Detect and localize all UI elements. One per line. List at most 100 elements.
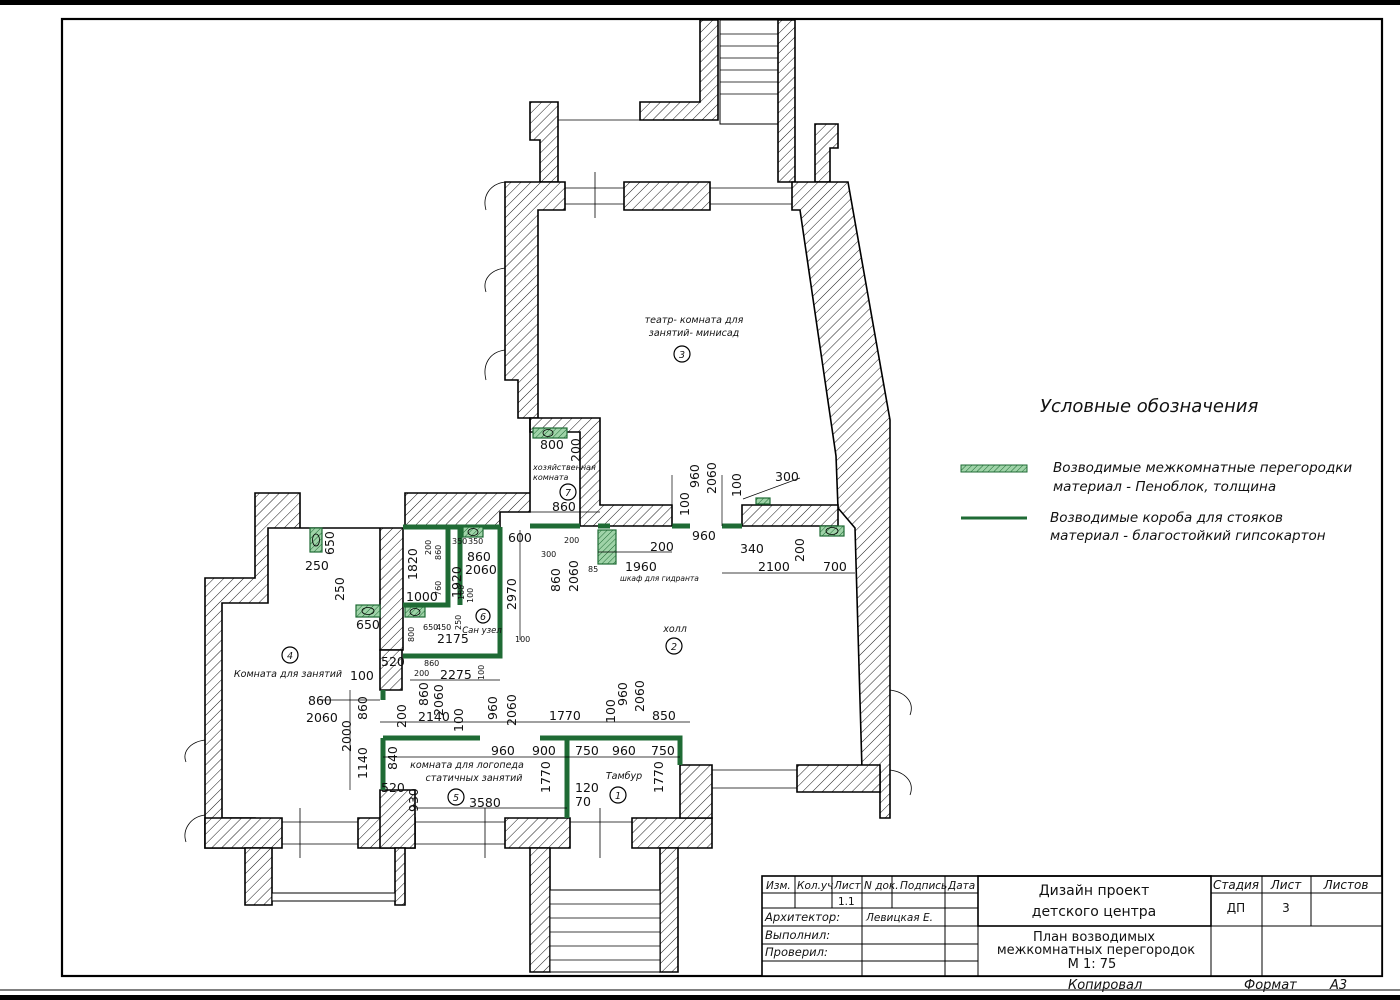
room1-number: 1	[615, 791, 621, 802]
dim-960d: 960	[615, 682, 630, 706]
room6-number: 6	[480, 612, 486, 623]
legend-item2-line2: материал - благостойкий гипсокартон	[1050, 528, 1326, 544]
break-lines	[184, 181, 912, 843]
dim-860h: 860	[355, 696, 370, 720]
dim-860d: 860	[548, 568, 563, 592]
dim-2060f: 2060	[504, 694, 519, 726]
dim-200a: 200	[568, 438, 583, 462]
room3-name-line2: занятий- минисад	[649, 328, 740, 339]
wall-bottom-stair-right	[659, 847, 679, 973]
dim-900: 900	[532, 743, 556, 758]
tb-hdr-izm: Изм.	[766, 880, 791, 892]
legend-item1-line2: материал - Пеноблок, толщина	[1053, 479, 1276, 495]
wall-bottom-stair-left	[529, 847, 551, 973]
windows	[282, 119, 797, 858]
dim-840: 840	[385, 746, 400, 770]
dim-2175: 2175	[437, 631, 469, 646]
tb-project-line1: Дизайн проект	[1039, 883, 1150, 899]
dim-800b: 800	[407, 627, 416, 642]
top-stair	[719, 19, 779, 125]
riser-symbols	[312, 429, 839, 616]
dim-800: 800	[540, 437, 564, 452]
legend-item2-line1: Возводимые короба для стояков	[1050, 510, 1283, 526]
wall-right-main	[791, 181, 891, 819]
footer-copied: Копировал	[1068, 978, 1142, 993]
wall-bottom-right	[631, 817, 713, 849]
dim-1770a: 1770	[549, 708, 581, 723]
riser-box-room7	[532, 427, 568, 439]
tb-architect-name: Левицкая Е.	[865, 912, 933, 924]
legend: Условные обозначения Возводимые межкомна…	[960, 396, 1352, 544]
room2-number: 2	[671, 642, 677, 653]
wall-bottom-right-3	[796, 764, 881, 793]
dim-100b: 100	[729, 473, 744, 497]
dim-960f: 960	[612, 743, 636, 758]
room2-name: холл	[662, 624, 687, 635]
tb-list-hdr: Лист	[1270, 878, 1302, 892]
dim-2060d: 2060	[431, 684, 446, 716]
dim-2275: 2275	[440, 667, 472, 682]
dim-2060c: 2060	[566, 560, 581, 592]
dim-100h: 100	[451, 708, 466, 732]
dim-860g: 860	[308, 693, 332, 708]
room7-name-line1: хозяйственная	[532, 463, 596, 472]
wall-porch-left	[244, 847, 273, 906]
dim-2970: 2970	[504, 578, 519, 610]
dim-850: 850	[652, 708, 676, 723]
dim-1770c: 1770	[651, 761, 666, 793]
tb-plan-line3: М 1: 75	[1068, 957, 1117, 972]
tb-hdr-list: Лист	[833, 880, 861, 892]
room4-name: Комната для занятий	[234, 669, 342, 680]
dim-2060b: 2060	[465, 562, 497, 577]
hydrant-note: шкаф для гидранта	[620, 574, 699, 583]
tb-list-val: 3	[1282, 901, 1290, 915]
partition-logoped	[380, 735, 683, 818]
dim-300a: 300	[541, 550, 556, 559]
dim-860b: 860	[434, 545, 443, 560]
dim-340: 340	[740, 541, 764, 556]
dim-2140: 2140	[418, 709, 450, 724]
dim-960e: 960	[491, 743, 515, 758]
room5-number: 5	[453, 793, 459, 804]
riser-box-hall	[819, 525, 845, 537]
hydrant-cabinet	[597, 529, 617, 565]
dimension-texts: 800 200 860 600 300 200 1960 85 200 960 …	[305, 437, 847, 812]
dim-300b: 300	[775, 469, 799, 484]
dim-2060a: 2060	[704, 462, 719, 494]
dim-700: 700	[823, 559, 847, 574]
dim-2060g: 2060	[632, 680, 647, 712]
wall-hall-top-right	[741, 504, 839, 527]
riser-box-room4b	[355, 604, 381, 618]
dim-1920: 1920	[449, 566, 464, 598]
footer-format-val: А3	[1329, 978, 1347, 993]
dim-200c: 200	[650, 539, 674, 554]
dim-960a: 960	[692, 528, 716, 543]
top-stair-steps	[720, 33, 778, 95]
dim-120: 120	[575, 780, 599, 795]
tb-lists-hdr: Листов	[1323, 878, 1369, 892]
tb-stage-hdr: Стадия	[1213, 878, 1259, 892]
tb-plan-line1: План возводимых	[1033, 930, 1155, 945]
title-block: Изм. Кол.уч Лист N док. Подпись Дата 1.1…	[761, 875, 1383, 977]
dim-250c: 250	[454, 615, 463, 630]
dim-200d: 200	[792, 538, 807, 562]
wall-top-stair-right	[777, 19, 796, 183]
dim-860c: 860	[467, 549, 491, 564]
tb-hdr-kolch: Кол.уч	[797, 880, 833, 892]
legend-title: Условные обозначения	[1040, 396, 1258, 417]
dim-350b: 350	[468, 537, 483, 546]
dim-100a: 100	[677, 492, 692, 516]
dim-650a: 650	[322, 531, 337, 555]
dim-100i: 100	[603, 699, 618, 723]
dim-2000: 2000	[339, 720, 354, 752]
wall-top-left-pier	[529, 101, 559, 183]
dim-1820: 1820	[405, 548, 420, 580]
wall-top-stair-left	[639, 19, 719, 121]
dim-930: 930	[406, 788, 421, 812]
room7-name-line2: комната	[533, 473, 569, 482]
dim-200g: 200	[394, 704, 409, 728]
dim-250b: 250	[332, 577, 347, 601]
room3-number: 3	[679, 350, 685, 361]
dim-750b: 750	[651, 743, 675, 758]
tb-stage-val: ДП	[1227, 901, 1245, 915]
